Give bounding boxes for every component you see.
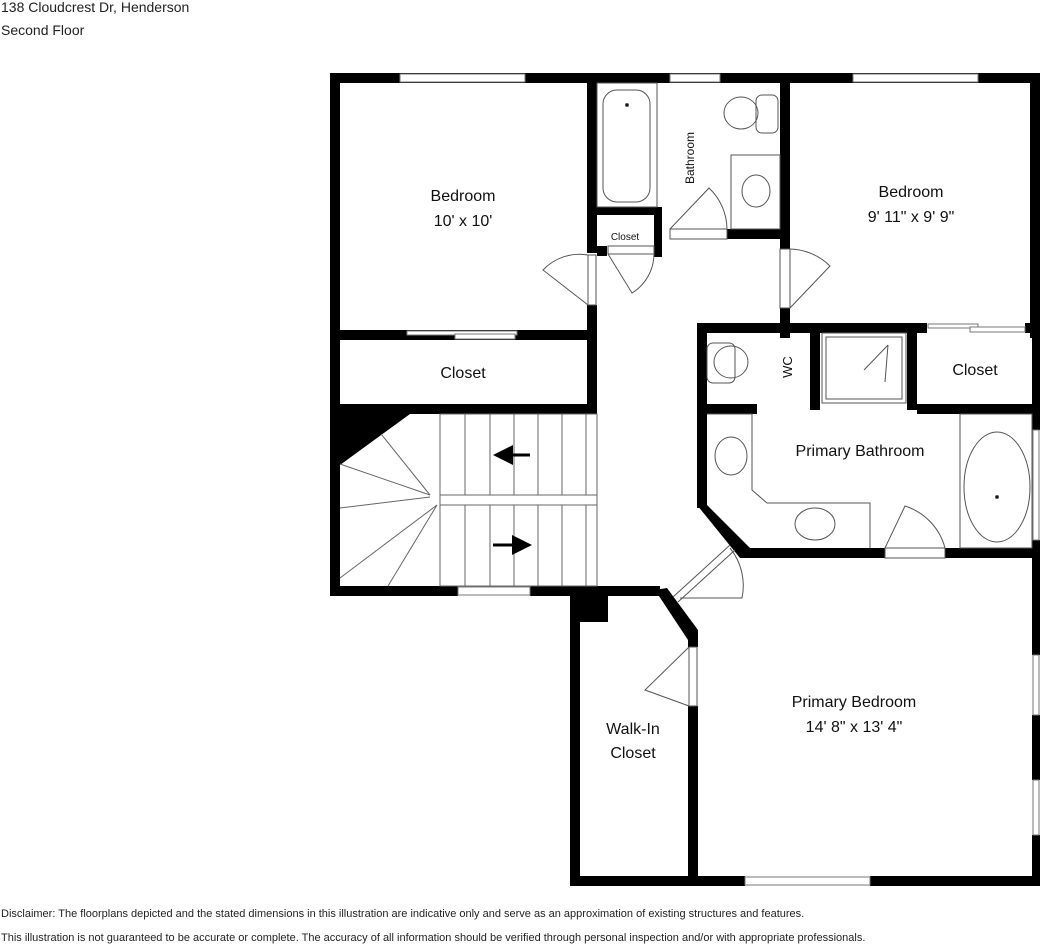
svg-text:Bathroom: Bathroom	[683, 132, 697, 184]
floor-label: Second Floor	[1, 22, 85, 38]
svg-text:Closet: Closet	[611, 232, 640, 243]
svg-text:Bedroom: Bedroom	[431, 188, 496, 205]
doors	[542, 187, 946, 707]
svg-text:Walk-In: Walk-In	[606, 721, 660, 738]
svg-text:WC: WC	[780, 356, 795, 378]
svg-text:Primary Bedroom: Primary Bedroom	[792, 694, 916, 711]
fixtures	[596, 82, 1033, 549]
svg-text:9' 11" x 9' 9": 9' 11" x 9' 9"	[868, 209, 955, 226]
svg-text:Bedroom: Bedroom	[879, 184, 944, 201]
property-address: 138 Cloudcrest Dr, Henderson	[1, 0, 190, 15]
stairs	[339, 413, 598, 587]
disclaimer-line-2: This illustration is not guaranteed to b…	[1, 932, 866, 944]
svg-text:Closet: Closet	[440, 365, 486, 382]
disclaimer-line-1: Disclaimer: The floorplans depicted and …	[1, 908, 805, 920]
svg-text:Closet: Closet	[610, 745, 656, 762]
svg-text:Closet: Closet	[952, 362, 998, 379]
svg-text:10' x 10': 10' x 10'	[434, 213, 493, 230]
svg-text:14' 8" x 13' 4": 14' 8" x 13' 4"	[806, 719, 903, 736]
svg-text:Primary Bathroom: Primary Bathroom	[796, 443, 925, 460]
windows	[399, 73, 1040, 886]
room-labels: Bedroom 10' x 10' Bathroom Closet Bedroo…	[431, 132, 999, 762]
